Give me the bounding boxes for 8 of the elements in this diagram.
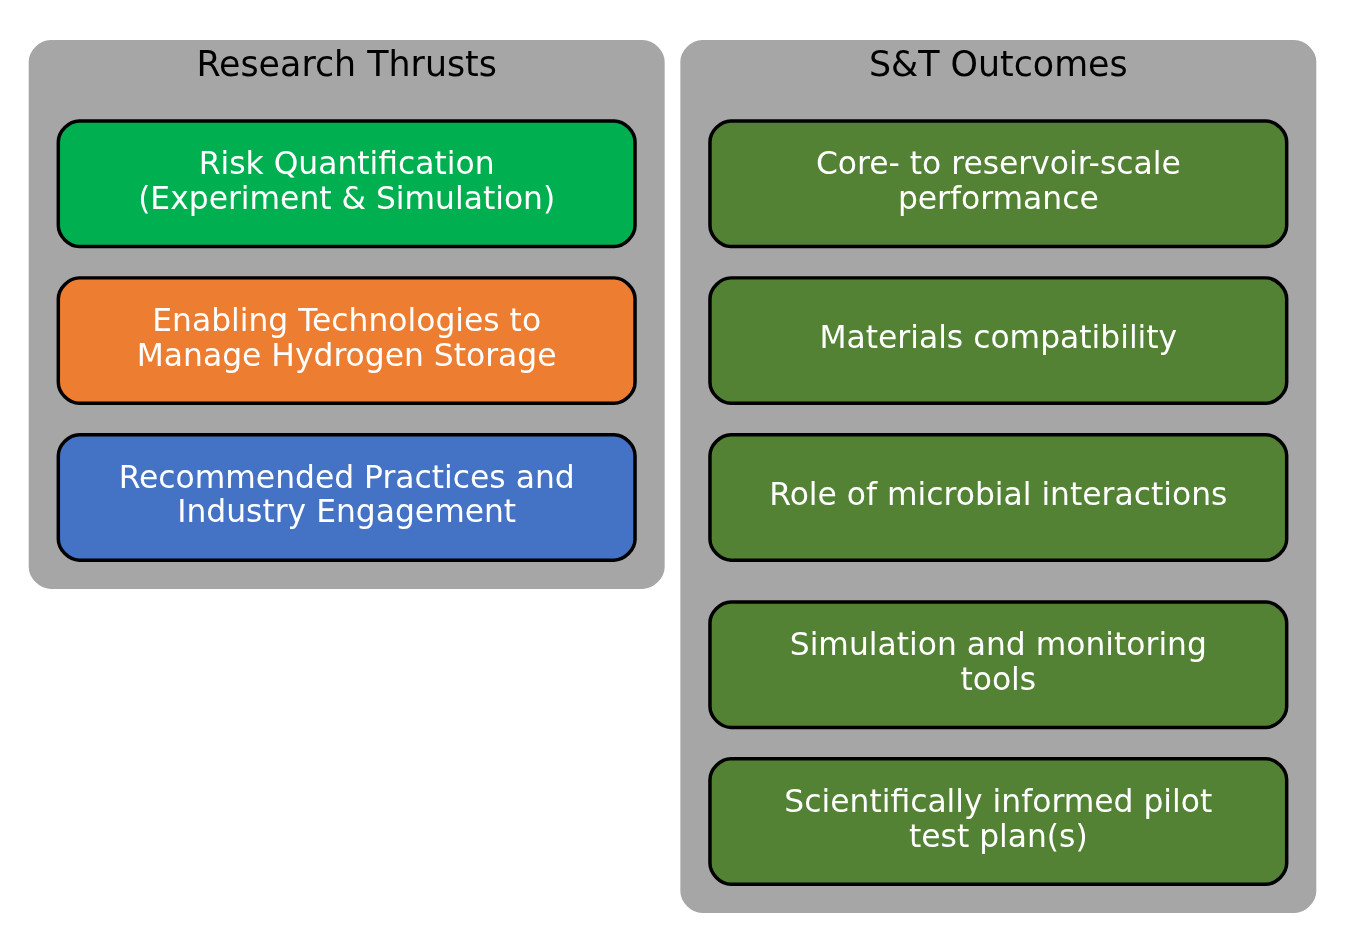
node-box: Role of microbial interactions	[708, 432, 1289, 562]
node-box: Enabling Technologies to Manage Hydrogen Storage	[56, 275, 637, 405]
node-box: Materials compatibility	[708, 275, 1289, 405]
node-box: Scientifically informed pilot test plan(s)	[708, 756, 1289, 886]
node-box: Core- to reservoir-scale performance	[708, 118, 1289, 248]
node-box: Simulation and monitoring tools	[708, 599, 1289, 729]
node-box: Recommended Practices and Industry Engagement	[56, 432, 637, 562]
node-box: Risk Quantification (Experiment & Simulation)	[56, 118, 637, 248]
